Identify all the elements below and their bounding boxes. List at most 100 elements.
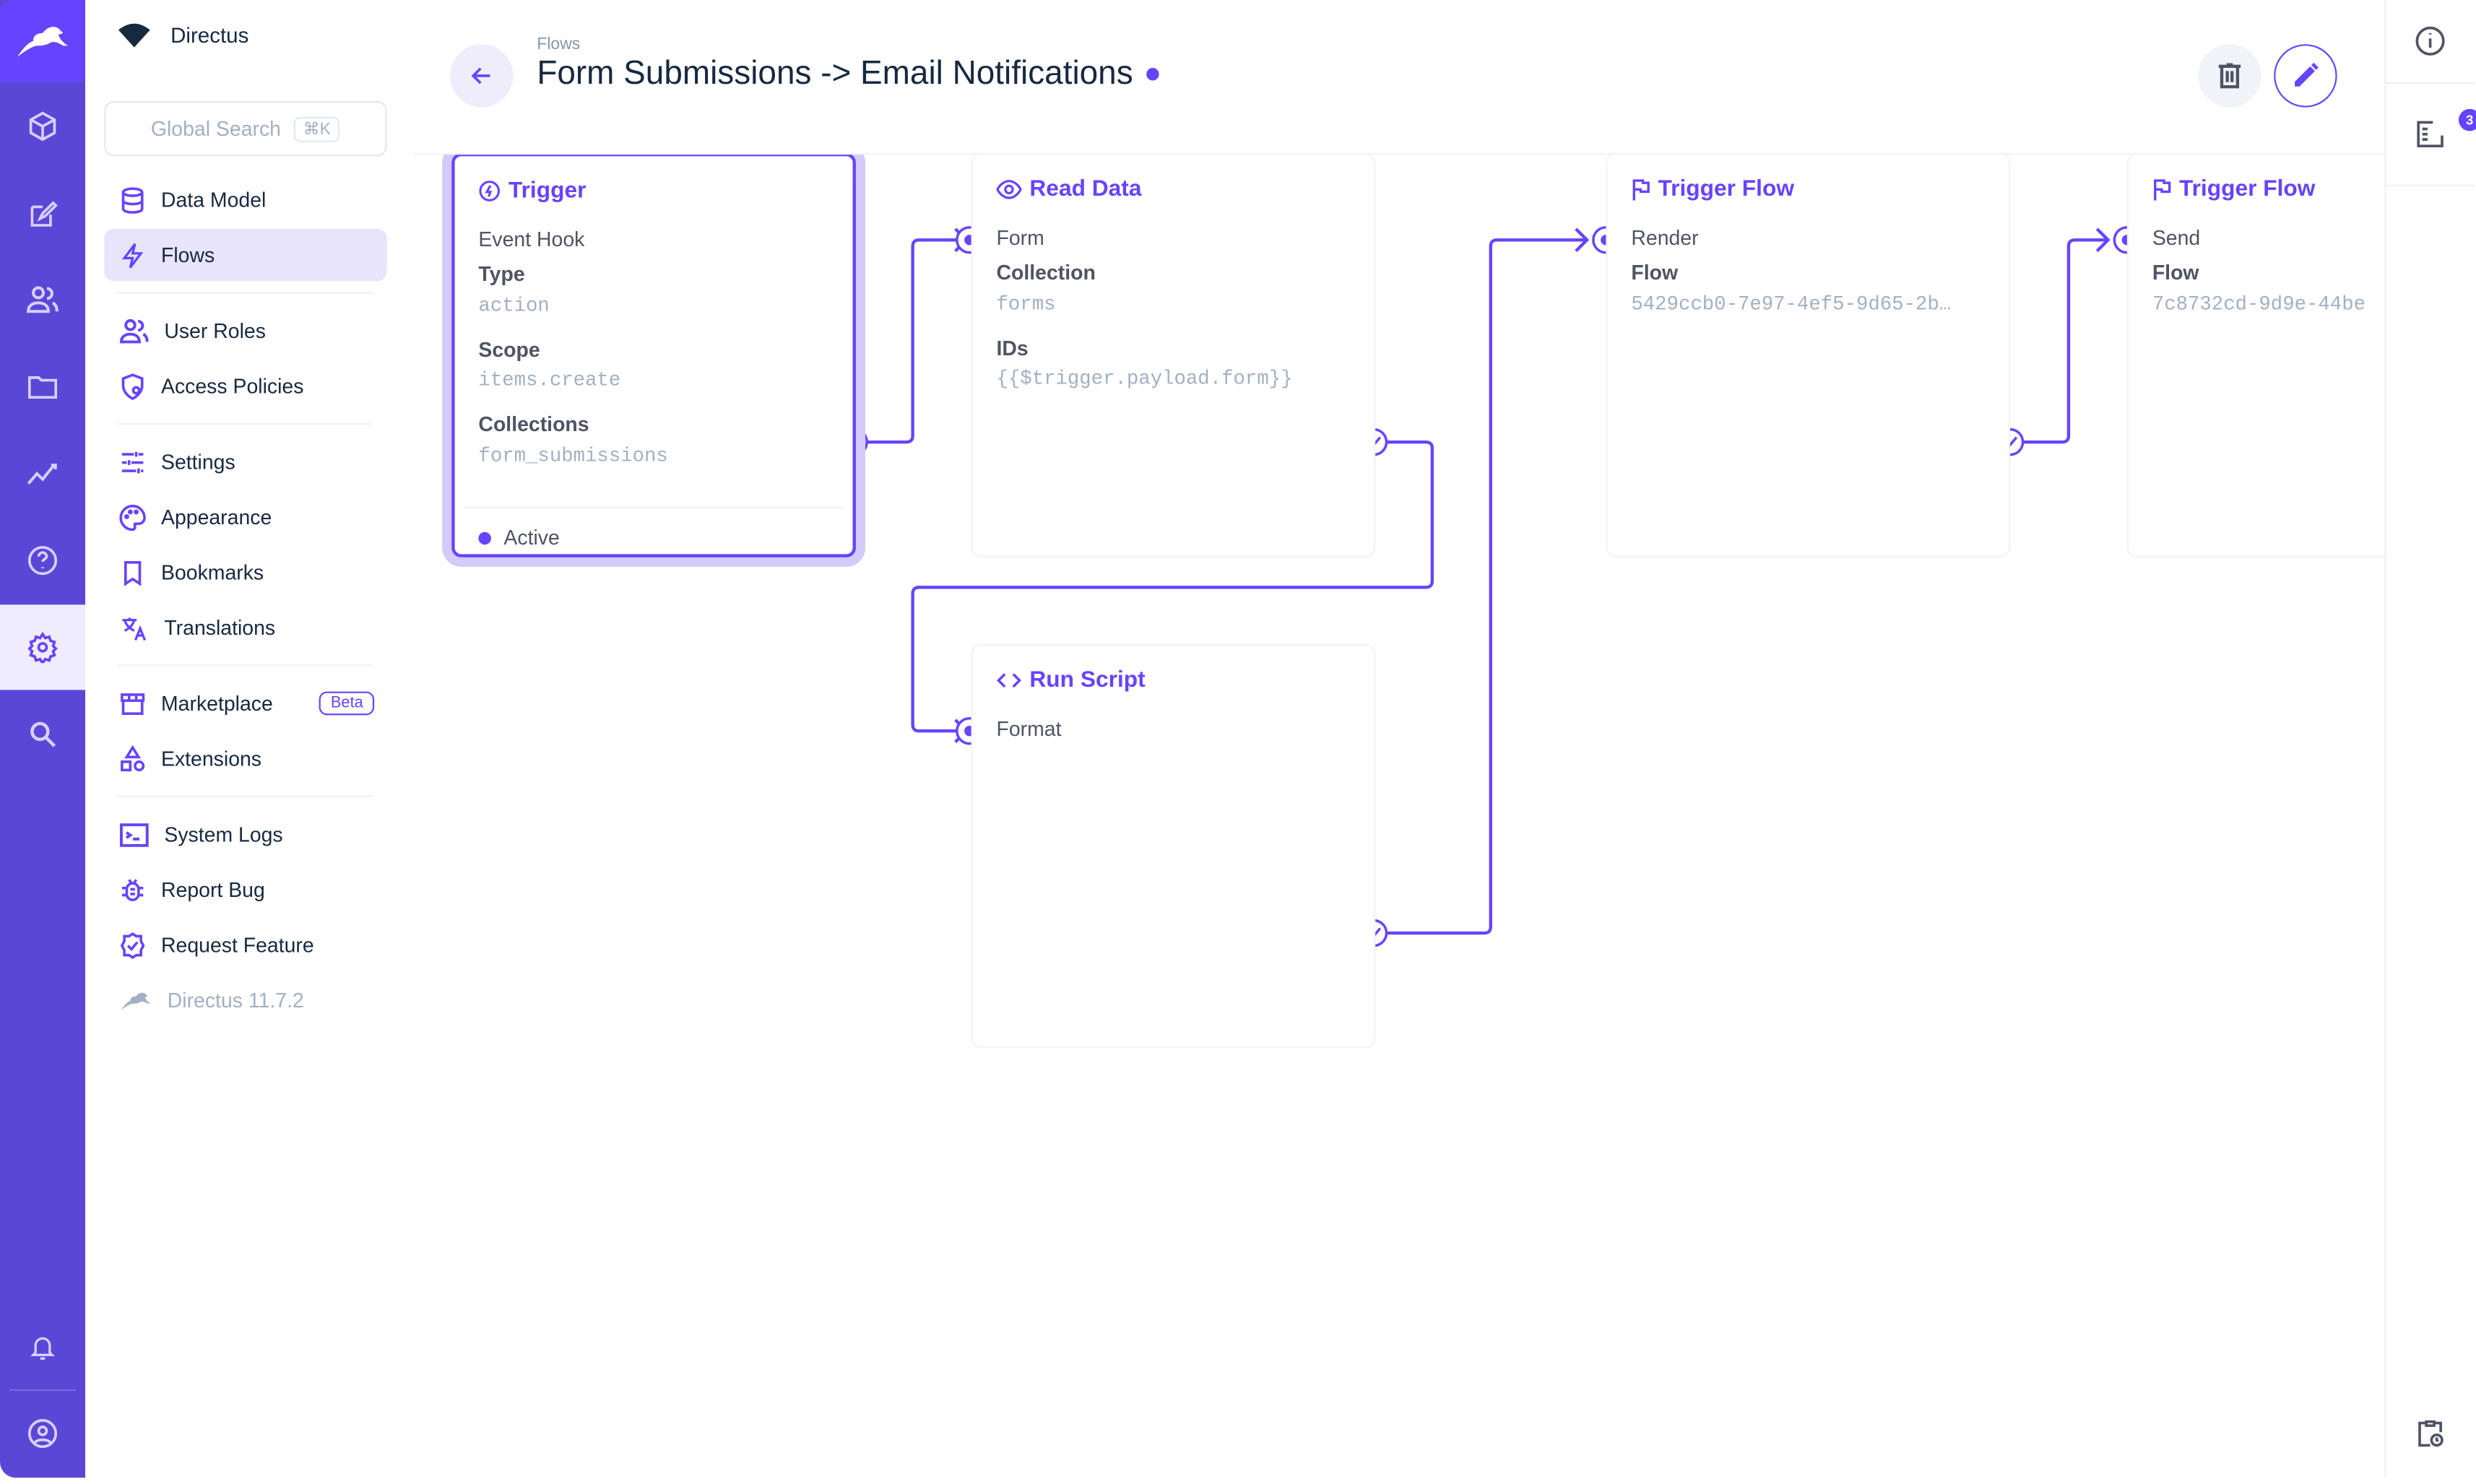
back-button[interactable] xyxy=(450,44,514,108)
settings-icon xyxy=(27,631,58,664)
nav-item-label: Request Feature xyxy=(160,933,314,957)
delete-button[interactable] xyxy=(2198,44,2261,108)
nav-item-report-bug[interactable]: Report Bug xyxy=(104,864,386,916)
rail-content[interactable] xyxy=(0,84,85,169)
run-script-node[interactable]: Run Script Format xyxy=(971,643,1376,1049)
flow-title: Form Submissions -> Email Notifications xyxy=(537,55,1133,92)
rail-settings[interactable] xyxy=(0,604,86,690)
breadcrumb[interactable]: Flows xyxy=(537,35,581,54)
store-icon xyxy=(121,693,145,714)
nav-item-label: Flows xyxy=(160,243,215,267)
nav-item-label: User Roles xyxy=(164,318,266,343)
eye-icon xyxy=(996,180,1022,199)
trigger-flow-node-send[interactable]: Trigger Flow Send Flow 7c8732cd-9d9e-44b… xyxy=(2126,155,2385,557)
trigger-node[interactable]: Trigger Event Hook Type action Scope ite… xyxy=(451,155,856,557)
search-shortcut: ⌘K xyxy=(293,116,341,142)
edit-button[interactable] xyxy=(2274,44,2337,108)
history-button[interactable] xyxy=(2386,1405,2474,1462)
nav-version: Directus 11.7.2 xyxy=(104,974,386,1026)
node-header: Trigger Flow xyxy=(2152,176,2316,202)
nav-item-label: Translations xyxy=(164,615,276,640)
nav-item-user-roles[interactable]: User Roles xyxy=(104,305,386,357)
field-label: Collections xyxy=(478,412,589,436)
field-value: action xyxy=(478,295,550,318)
node-title: Run Script xyxy=(1029,667,1146,693)
node-divider xyxy=(464,506,844,508)
folder-icon xyxy=(27,376,58,399)
trigger-flow-node-render[interactable]: Trigger Flow Render Flow 5429ccb0-7e97-4… xyxy=(1606,155,2011,557)
tune-icon xyxy=(121,451,144,473)
field-label: Scope xyxy=(478,337,540,362)
rail-search[interactable] xyxy=(0,692,85,777)
nav-item-extensions[interactable]: Extensions xyxy=(104,732,386,784)
shield-person-icon xyxy=(121,373,144,399)
nav-divider xyxy=(116,664,373,667)
bolt-icon xyxy=(121,242,144,268)
node-title: Trigger Flow xyxy=(2178,176,2316,202)
nav-item-label: Report Bug xyxy=(160,877,265,902)
rail-notifications[interactable] xyxy=(0,1304,85,1389)
field-value: 5429ccb0-7e97-4ef5-9d65-2b… xyxy=(1631,293,1952,316)
status-dot xyxy=(478,531,491,544)
field-value: forms xyxy=(996,293,1056,316)
edit-icon xyxy=(30,201,58,227)
flow-canvas[interactable]: Trigger Event Hook Type action Scope ite… xyxy=(414,155,2385,1478)
nav-item-label: Appearance xyxy=(160,505,272,529)
nav-item-data-model[interactable]: Data Model xyxy=(104,173,386,225)
nav-item-label: Marketplace xyxy=(160,691,273,716)
nav-item-label: System Logs xyxy=(164,823,283,846)
rail-account[interactable] xyxy=(0,1391,85,1476)
bell-icon xyxy=(30,1337,56,1360)
nav-item-bookmarks[interactable]: Bookmarks xyxy=(104,546,386,598)
field-label: IDs xyxy=(996,336,1029,360)
right-sidebar: 3 xyxy=(2384,0,2476,1478)
revisions-button[interactable]: 3 xyxy=(2386,84,2476,186)
users-icon xyxy=(119,318,149,343)
nav-item-label: Settings xyxy=(160,450,235,474)
rail-users[interactable] xyxy=(0,257,85,342)
terminal-icon xyxy=(119,823,149,846)
project-header[interactable]: Directus xyxy=(117,22,248,48)
insights-icon xyxy=(27,464,57,485)
directus-logo[interactable] xyxy=(0,0,86,82)
nav-item-access-policies[interactable]: Access Policies xyxy=(104,360,386,412)
field-value: 7c8732cd-9d9e-44be xyxy=(2152,293,2366,316)
nav-item-label: Data Model xyxy=(160,188,267,212)
nav-item-system-logs[interactable]: System Logs xyxy=(104,808,386,860)
palette-icon xyxy=(119,503,146,531)
field-label: Type xyxy=(478,261,525,286)
global-search-input[interactable]: Global Search ⌘K xyxy=(104,100,387,157)
nav-item-request-feature[interactable]: Request Feature xyxy=(104,919,386,971)
flag-icon xyxy=(1632,179,1650,201)
nav-item-translations[interactable]: Translations xyxy=(104,602,386,654)
node-title: Read Data xyxy=(1029,176,1142,202)
info-button[interactable] xyxy=(2386,0,2475,84)
nav-divider xyxy=(116,422,373,425)
page-header: Flows Form Submissions -> Email Notifica… xyxy=(413,0,2385,155)
version-label: Directus 11.7.2 xyxy=(167,988,304,1012)
bookmark-icon xyxy=(124,560,142,586)
node-key: Format xyxy=(996,716,1062,741)
rail-files[interactable] xyxy=(0,344,85,430)
rail-help[interactable] xyxy=(0,518,85,603)
nav-item-flows[interactable]: Flows xyxy=(104,229,387,282)
nav-divider xyxy=(116,795,373,798)
read-data-node[interactable]: Read Data Form Collection forms IDs {{$t… xyxy=(971,155,1376,557)
extensions-icon xyxy=(121,744,145,771)
settings-navigation: Directus Global Search ⌘K Data Model Flo… xyxy=(85,0,414,1478)
nav-item-appearance[interactable]: Appearance xyxy=(104,491,386,543)
node-key: Render xyxy=(1631,225,1699,250)
nav-item-label: Bookmarks xyxy=(160,560,264,584)
status-indicator: Active xyxy=(478,526,560,550)
node-header: Read Data xyxy=(996,176,1142,202)
page-title: Form Submissions -> Email Notifications xyxy=(537,55,1159,93)
users-icon xyxy=(27,286,59,313)
rabbit-logo-icon xyxy=(121,991,151,1010)
bolt-circle-icon xyxy=(479,181,501,201)
rail-editor[interactable] xyxy=(0,172,85,257)
rail-insights[interactable] xyxy=(0,431,85,516)
status-label: Active xyxy=(503,526,560,550)
verified-icon xyxy=(120,931,145,959)
nav-item-settings[interactable]: Settings xyxy=(104,435,386,487)
